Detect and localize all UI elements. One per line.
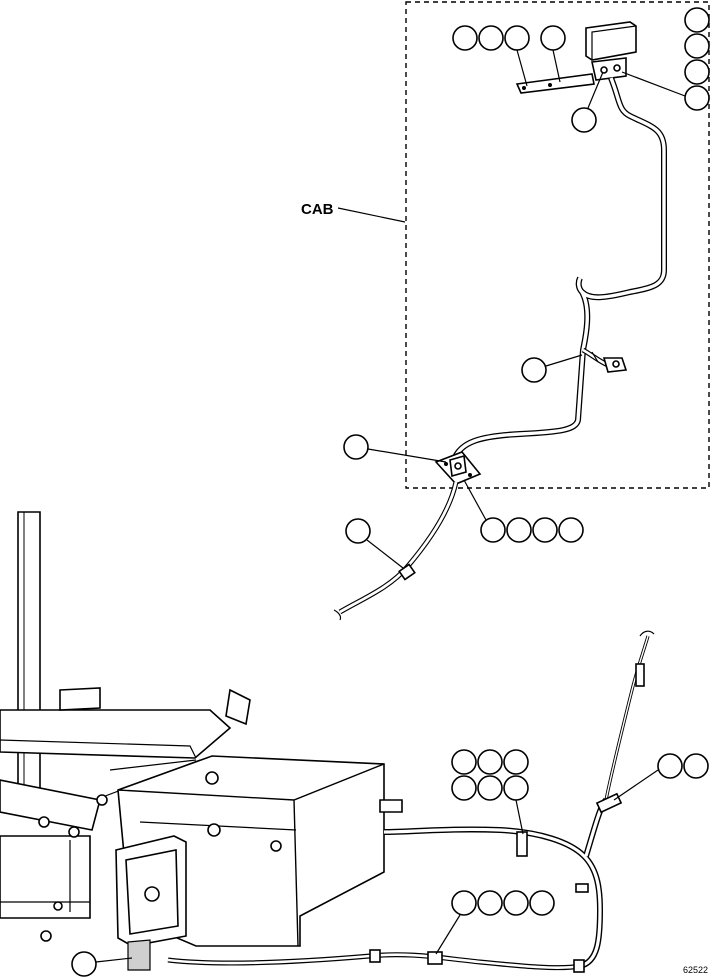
- upper-right-cable: [604, 635, 650, 801]
- deck-platform: [0, 687, 251, 942]
- callout-balloon: [503, 749, 529, 775]
- callout-balloon: [558, 517, 584, 543]
- callout-balloon: [451, 749, 477, 775]
- harness-clip: [573, 959, 585, 973]
- callout-balloon: [684, 33, 710, 59]
- callout-balloon: [503, 775, 529, 801]
- callout-balloon: [540, 25, 566, 51]
- callout-balloon: [684, 7, 710, 33]
- callout-balloon: [571, 107, 597, 133]
- frame-harness-inner: [167, 953, 581, 969]
- callout-balloons-upper: [343, 7, 710, 569]
- cab-leader-line: [337, 207, 406, 223]
- harness-clip: [427, 951, 443, 965]
- cab-label: CAB: [301, 201, 334, 218]
- lower-harness-outer: [338, 481, 459, 615]
- callout-balloon: [451, 775, 477, 801]
- cab-module-assembly: [515, 21, 637, 94]
- vertical-post: [17, 511, 41, 815]
- harness-clip: [516, 831, 528, 857]
- callout-balloon: [478, 25, 504, 51]
- cab-switch-connector: [591, 351, 628, 373]
- callout-balloon: [504, 25, 530, 51]
- lower-harness-inner: [339, 481, 458, 614]
- callout-balloon: [71, 951, 97, 977]
- callout-balloon: [480, 517, 506, 543]
- harness-clip-upper: [398, 563, 416, 581]
- chassis-harness-inner: [383, 798, 608, 968]
- callout-balloon: [452, 25, 478, 51]
- callout-balloon: [451, 890, 477, 916]
- callout-balloon: [529, 890, 555, 916]
- cab-boundary-dashed-box: [405, 1, 710, 489]
- callout-balloon: [684, 59, 710, 85]
- relay-box: [115, 835, 187, 971]
- callout-balloon: [532, 517, 558, 543]
- callout-balloon: [477, 775, 503, 801]
- harness-clip: [635, 663, 645, 687]
- callout-balloon: [683, 753, 709, 779]
- callout-balloon: [657, 753, 683, 779]
- figure-number: 62522: [683, 965, 708, 975]
- callout-balloon: [477, 749, 503, 775]
- harness-clip: [595, 792, 623, 814]
- harness-clip: [575, 883, 589, 893]
- callout-balloon: [503, 890, 529, 916]
- harness-clip: [369, 949, 381, 963]
- callout-balloon: [506, 517, 532, 543]
- callout-balloon: [477, 890, 503, 916]
- callout-balloon: [684, 85, 710, 111]
- callout-balloons-lower: [71, 749, 709, 977]
- chassis-harness-outer: [383, 797, 609, 969]
- bulkhead-connector-plate: [434, 451, 482, 485]
- cab-harness-outer: [451, 76, 667, 462]
- callout-balloon: [345, 518, 371, 544]
- callout-balloon: [343, 434, 369, 460]
- cab-harness-inner: [452, 77, 666, 461]
- callout-balloon: [521, 357, 547, 383]
